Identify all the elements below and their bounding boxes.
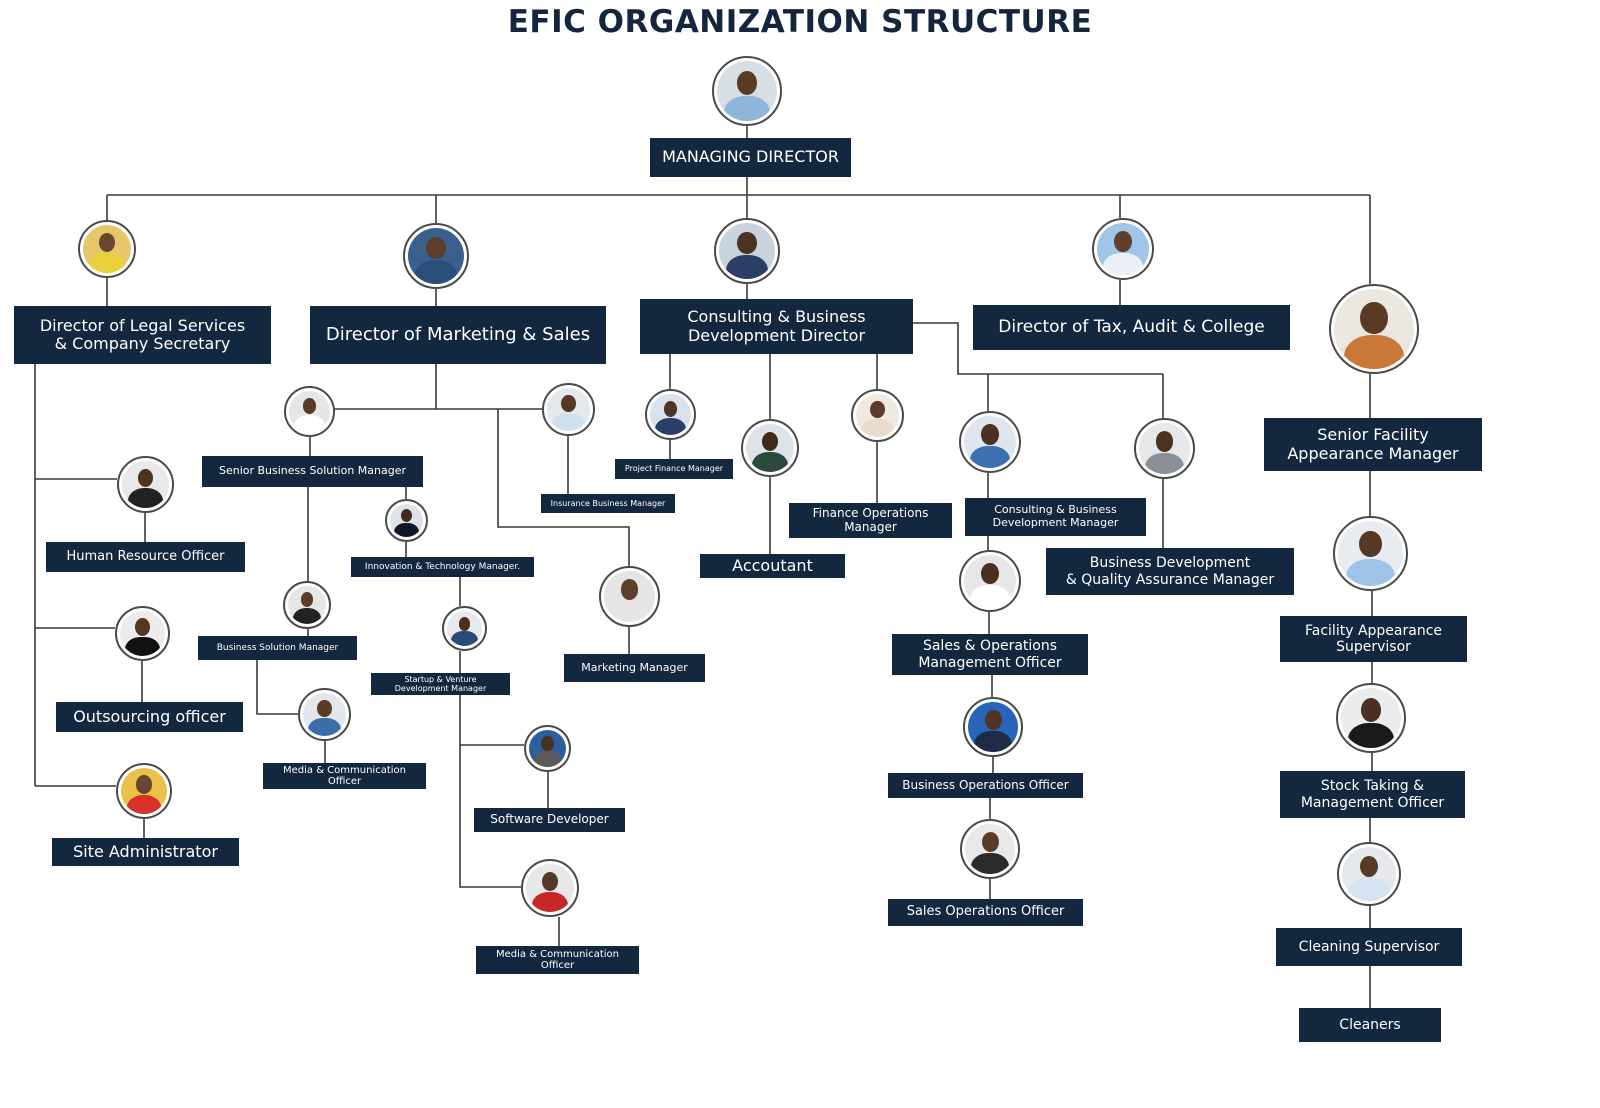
connector-line xyxy=(497,409,630,566)
cleaners-title-box: Cleaners xyxy=(1299,1008,1441,1042)
legal-photo xyxy=(78,220,136,278)
cs-title-box: Cleaning Supervisor xyxy=(1276,928,1462,966)
sbsm-photo xyxy=(284,386,335,437)
svdm-title-box: Startup & Venture Development Manager xyxy=(371,673,510,695)
somo-photo xyxy=(959,550,1021,612)
mco1-title-box: Media & Communication Officer xyxy=(263,763,426,789)
chart-title: EFIC ORGANIZATION STRUCTURE xyxy=(507,4,1093,40)
marketing-photo xyxy=(403,223,469,289)
accountant-title-box: Accoutant xyxy=(700,554,845,578)
boo-photo xyxy=(963,697,1023,757)
ibm-title-box: Insurance Business Manager xyxy=(541,494,675,513)
softdev-photo xyxy=(524,725,571,772)
cs-photo xyxy=(1337,842,1401,906)
marketing-title-box: Director of Marketing & Sales xyxy=(310,306,606,364)
site-title-box: Site Administrator xyxy=(52,838,239,866)
softdev-title-box: Software Developer xyxy=(474,808,625,832)
fom-title-box: Finance Operations Manager xyxy=(789,503,952,538)
bsm-title-box: Business Solution Manager xyxy=(198,636,357,660)
site-photo xyxy=(116,763,172,819)
sfam-title-box: Senior Facility Appearance Manager xyxy=(1264,418,1482,471)
connector-line xyxy=(913,322,1163,375)
tax-photo xyxy=(1092,218,1154,280)
md-photo xyxy=(712,56,782,126)
hro-photo xyxy=(117,456,174,513)
bdqam-photo xyxy=(1134,418,1195,479)
cbdm-title-box: Consulting & Business Development Manage… xyxy=(965,498,1146,536)
pfm-title-box: Project Finance Manager xyxy=(615,459,733,479)
mco1-photo xyxy=(298,688,351,741)
connector-line xyxy=(256,660,298,715)
stmo-photo xyxy=(1336,683,1406,753)
hro-title-box: Human Resource Officer xyxy=(46,542,245,572)
pfm-photo xyxy=(645,389,696,440)
soo-title-box: Sales Operations Officer xyxy=(888,899,1083,926)
legal-title-box: Director of Legal Services & Company Sec… xyxy=(14,306,271,364)
itm-photo xyxy=(385,499,428,542)
fom-photo xyxy=(851,389,904,442)
md-title-box: MANAGING DIRECTOR xyxy=(650,138,851,177)
outsourcing-title-box: Outsourcing officer xyxy=(56,702,243,732)
itm-title-box: Innovation & Technology Manager. xyxy=(351,557,534,577)
accountant-photo xyxy=(741,419,799,477)
cbdm-photo xyxy=(959,411,1021,473)
mm-photo xyxy=(599,566,660,627)
consulting-photo xyxy=(714,218,780,284)
soo-photo xyxy=(960,819,1020,879)
mco2-photo xyxy=(521,859,579,917)
svdm-photo xyxy=(442,606,487,651)
tax-title-box: Director of Tax, Audit & College xyxy=(973,305,1290,350)
consulting-title-box: Consulting & Business Development Direct… xyxy=(640,299,913,354)
mm-title-box: Marketing Manager xyxy=(564,654,705,682)
fas-title-box: Facility Appearance Supervisor xyxy=(1280,616,1467,662)
fas-photo xyxy=(1333,516,1408,591)
sbsm-title-box: Senior Business Solution Manager xyxy=(202,456,423,487)
bsm-photo xyxy=(283,581,331,629)
connector-line xyxy=(459,695,521,888)
stmo-title-box: Stock Taking & Management Officer xyxy=(1280,771,1465,818)
outsourcing-photo xyxy=(115,606,170,661)
sfam-photo xyxy=(1329,284,1419,374)
boo-title-box: Business Operations Officer xyxy=(888,773,1083,798)
somo-title-box: Sales & Operations Management Officer xyxy=(892,634,1088,675)
bdqam-title-box: Business Development & Quality Assurance… xyxy=(1046,548,1294,595)
ibm-photo xyxy=(542,383,595,436)
mco2-title-box: Media & Communication Officer xyxy=(476,946,639,974)
